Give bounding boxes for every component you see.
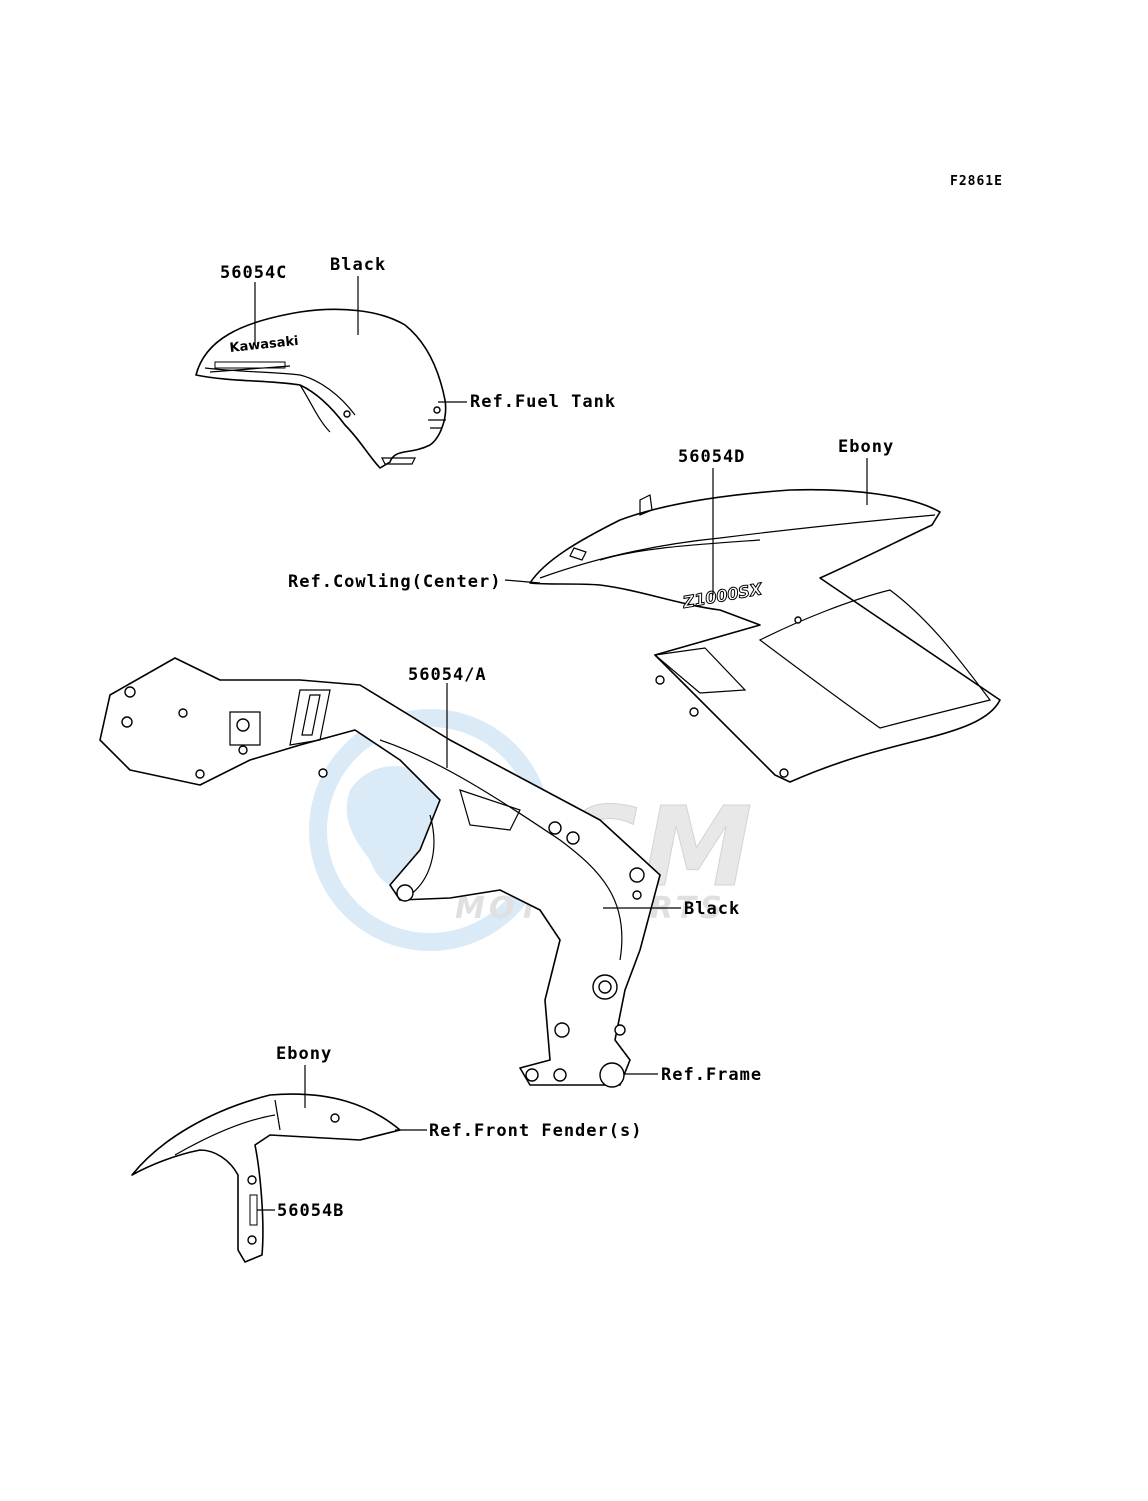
diagram-code: F2861E — [950, 174, 1003, 189]
tank-decal-text: Kawasaki — [229, 334, 299, 356]
tank-reference: Ref.Fuel Tank — [470, 392, 616, 412]
frame-illustration — [99, 657, 661, 1088]
tank-color: Black — [330, 255, 386, 275]
cowling-part-number: 56054D — [678, 447, 745, 467]
fender-part-number: 56054B — [277, 1201, 344, 1221]
cowling-color: Ebony — [838, 437, 894, 457]
cowling-illustration: Z1000SX — [529, 488, 1001, 783]
front-fender-illustration — [131, 1093, 401, 1263]
frame-color: Black — [684, 899, 740, 919]
fender-reference: Ref.Front Fender(s) — [429, 1121, 642, 1141]
frame-reference: Ref.Frame — [661, 1065, 762, 1085]
frame-part-number: 56054/A — [408, 665, 487, 685]
tank-part-number: 56054C — [220, 263, 287, 283]
cowling-reference: Ref.Cowling(Center) — [288, 572, 501, 592]
fuel-tank-illustration: Kawasaki — [195, 308, 447, 469]
fender-color: Ebony — [276, 1044, 332, 1064]
